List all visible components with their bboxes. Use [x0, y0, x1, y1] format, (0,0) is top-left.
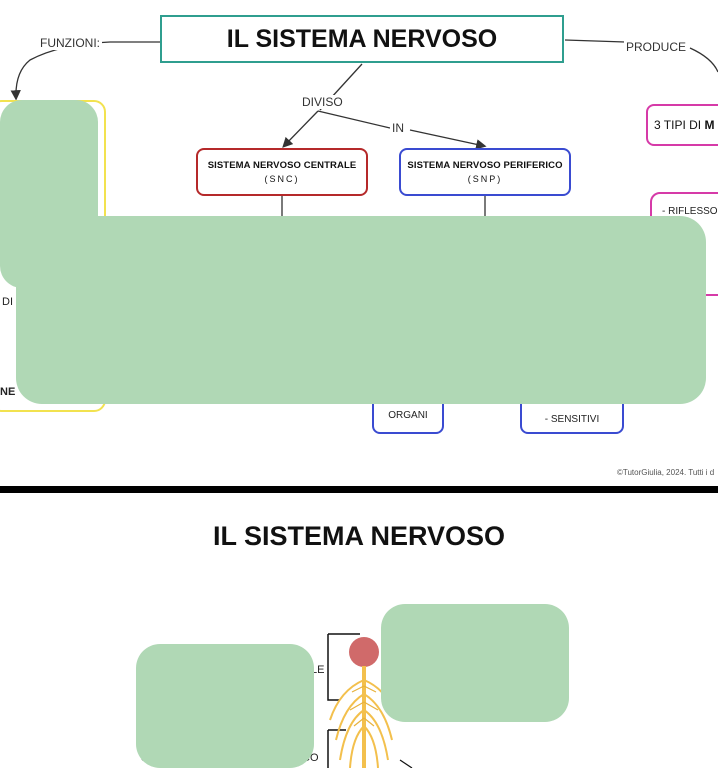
organs-label: ORGANI	[388, 409, 428, 421]
movements-bold: M	[704, 118, 715, 132]
to-snc-arrow	[282, 110, 319, 148]
snp-abbr: (SNP)	[467, 174, 503, 184]
snc-title: SISTEMA NERVOSO CENTRALE	[207, 160, 357, 171]
nervous-system-figure	[327, 633, 413, 768]
movements-prefix: 3 TIPI DI	[654, 118, 705, 132]
snc-box: SISTEMA NERVOSO CENTRALE (SNC)	[196, 148, 368, 196]
redaction-block-3	[136, 644, 314, 768]
map-title: IL SISTEMA NERVOSO	[160, 15, 564, 63]
functions-fragment-1: DI	[2, 296, 13, 308]
label-divided: DIVISO	[300, 95, 345, 109]
produces-arrow	[564, 39, 718, 73]
figure-title: IL SISTEMA NERVOSO	[212, 521, 506, 551]
functions-fragment-2: NE	[0, 386, 16, 398]
label-functions: FUNZIONI:	[38, 36, 102, 50]
movement-type-1: - RIFLESSO	[662, 206, 718, 217]
functions-arrow	[10, 41, 160, 101]
snp-box: SISTEMA NERVOSO PERIFERICO (SNP)	[399, 148, 571, 196]
brain-icon	[349, 637, 379, 667]
nerves-sensory-label: - SENSITIVI	[544, 413, 600, 425]
label-in: IN	[390, 121, 406, 135]
snc-abbr: (SNC)	[264, 174, 300, 184]
label-produces: PRODUCE	[624, 40, 689, 54]
copyright-text: ©TutorGiulia, 2024. Tutti i d	[617, 468, 715, 477]
snp-title: SISTEMA NERVOSO PERIFERICO	[407, 160, 563, 171]
figure-label-fragment-1: LE	[311, 664, 325, 676]
redaction-block-2	[16, 216, 706, 404]
section-divider	[0, 486, 718, 493]
map-connectors	[10, 39, 718, 218]
to-snp-arrow	[317, 110, 484, 146]
redaction-block-4	[381, 604, 569, 722]
movements-box: 3 TIPI DI M	[646, 104, 718, 146]
